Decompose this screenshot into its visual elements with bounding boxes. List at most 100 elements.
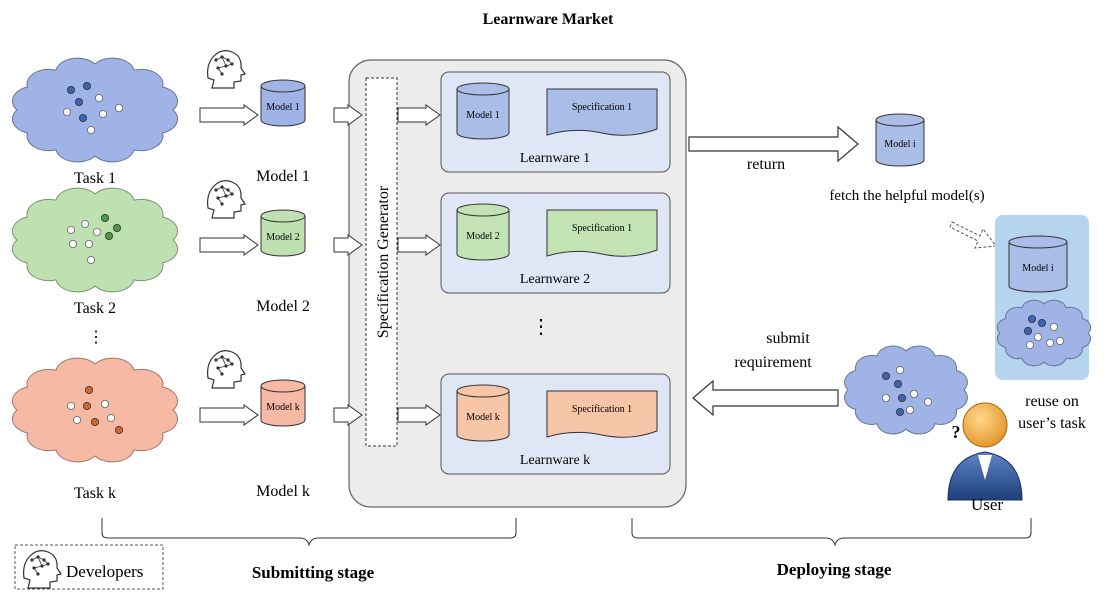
data-point-empty xyxy=(67,225,76,234)
data-point-empty xyxy=(69,239,78,248)
cylinder-body xyxy=(456,391,510,442)
data-point-filled xyxy=(1038,318,1047,327)
reuse-label-line1: reuse on xyxy=(1025,393,1079,410)
cylinder-label: Model 2 xyxy=(266,232,300,243)
data-point-empty xyxy=(1050,322,1059,331)
to-generator-arrow xyxy=(333,404,363,426)
cylinder-top xyxy=(456,203,510,217)
user-icon xyxy=(947,402,1023,501)
legend-label: Developers xyxy=(66,562,143,581)
requirement-cloud xyxy=(844,345,968,435)
developer-icon xyxy=(207,180,246,219)
head-outline xyxy=(207,50,246,89)
data-point-empty xyxy=(906,405,915,414)
data-point-empty xyxy=(1046,338,1055,347)
data-point-empty xyxy=(1034,332,1043,341)
cylinder-label: Model 1 xyxy=(266,102,300,113)
to-generator-arrow xyxy=(333,234,363,256)
data-point-filled xyxy=(75,98,84,107)
cloud-shape xyxy=(996,299,1092,367)
data-point-filled xyxy=(83,401,92,410)
learnware-box: Model 2 Specification 1 Learnware 2 xyxy=(440,192,671,294)
data-point-empty xyxy=(73,415,82,424)
data-point-filled xyxy=(83,82,92,91)
cloud-shape xyxy=(11,357,179,463)
diagram-title: Learnware Market xyxy=(483,11,614,28)
submit-model-arrow xyxy=(199,404,259,426)
submit-model-arrow xyxy=(199,104,259,126)
specification-label: Specification 1 xyxy=(572,404,632,415)
model-caption: Model k xyxy=(256,483,310,500)
cylinder-top xyxy=(456,384,510,398)
data-point-filled xyxy=(101,213,110,222)
cylinder-body xyxy=(456,210,510,261)
developer-icon xyxy=(207,350,246,389)
cloud-shape xyxy=(11,57,179,163)
submit-model-arrow xyxy=(199,234,259,256)
cylinder-label: Model k xyxy=(266,402,300,413)
cloud-shape xyxy=(11,187,179,293)
data-point-empty xyxy=(99,110,108,119)
cylinder-top xyxy=(260,79,306,93)
submitting-brace xyxy=(101,518,517,547)
user-label: User xyxy=(971,495,1003,514)
circuit-lines xyxy=(215,356,233,375)
cylinder-top xyxy=(260,379,306,393)
legend-box xyxy=(14,544,164,590)
cylinder-body xyxy=(456,89,510,140)
data-point-filled xyxy=(113,223,122,232)
data-point-filled xyxy=(898,393,907,402)
data-point-filled xyxy=(1024,326,1033,335)
model-cylinder: Model i xyxy=(1008,235,1068,293)
data-point-empty xyxy=(924,397,933,406)
data-point-empty xyxy=(87,126,96,135)
head-outline xyxy=(207,180,246,219)
submitting-stage-label: Submitting stage xyxy=(252,563,375,582)
submit-arrow xyxy=(692,379,839,417)
circuit-lines xyxy=(31,556,49,575)
model-cylinder: Model 2 xyxy=(260,209,306,257)
cylinder-label: Model k xyxy=(466,412,500,423)
user-task-cloud xyxy=(996,299,1092,367)
to-generator-arrow xyxy=(333,104,363,126)
cylinder-body xyxy=(875,120,925,167)
cylinder-label: Model i xyxy=(1022,263,1054,274)
data-point-filled xyxy=(894,379,903,388)
data-point-filled xyxy=(882,371,891,380)
specification-label: Specification 1 xyxy=(572,223,632,234)
data-point-empty xyxy=(115,104,124,113)
data-point-filled xyxy=(1028,314,1037,323)
learnware-name: Learnware 1 xyxy=(520,151,590,166)
data-point-filled xyxy=(105,231,114,240)
data-point-empty xyxy=(1056,336,1065,345)
model-cylinder: Model i xyxy=(875,113,925,167)
cylinder-top xyxy=(260,209,306,223)
question-mark: ? xyxy=(952,422,961,442)
data-point-empty xyxy=(85,239,94,248)
model-cylinder: Model 2 xyxy=(456,203,510,261)
data-point-empty xyxy=(101,399,110,408)
deploying-stage-label: Deploying stage xyxy=(777,560,892,579)
model-caption: Model 1 xyxy=(256,168,310,185)
data-point-empty xyxy=(896,365,905,374)
specification-doc xyxy=(546,209,658,257)
data-point-filled xyxy=(85,385,94,394)
data-point-filled xyxy=(79,114,88,123)
learnware-ellipsis: ⋮ xyxy=(531,316,551,338)
model-cylinder: Model k xyxy=(456,384,510,442)
specification-generator-label: Specification Generator xyxy=(375,185,392,338)
submit-label-line1: submit xyxy=(766,330,810,347)
fetch-label: fetch the helpful model(s) xyxy=(829,188,984,204)
cylinder-body xyxy=(260,386,306,427)
data-point-empty xyxy=(910,389,919,398)
learnware-name: Learnware 2 xyxy=(520,272,590,287)
head-outline xyxy=(23,550,62,589)
to-learnware-arrow xyxy=(397,404,441,426)
data-point-empty xyxy=(107,413,116,422)
model-cylinder: Model 1 xyxy=(260,79,306,127)
